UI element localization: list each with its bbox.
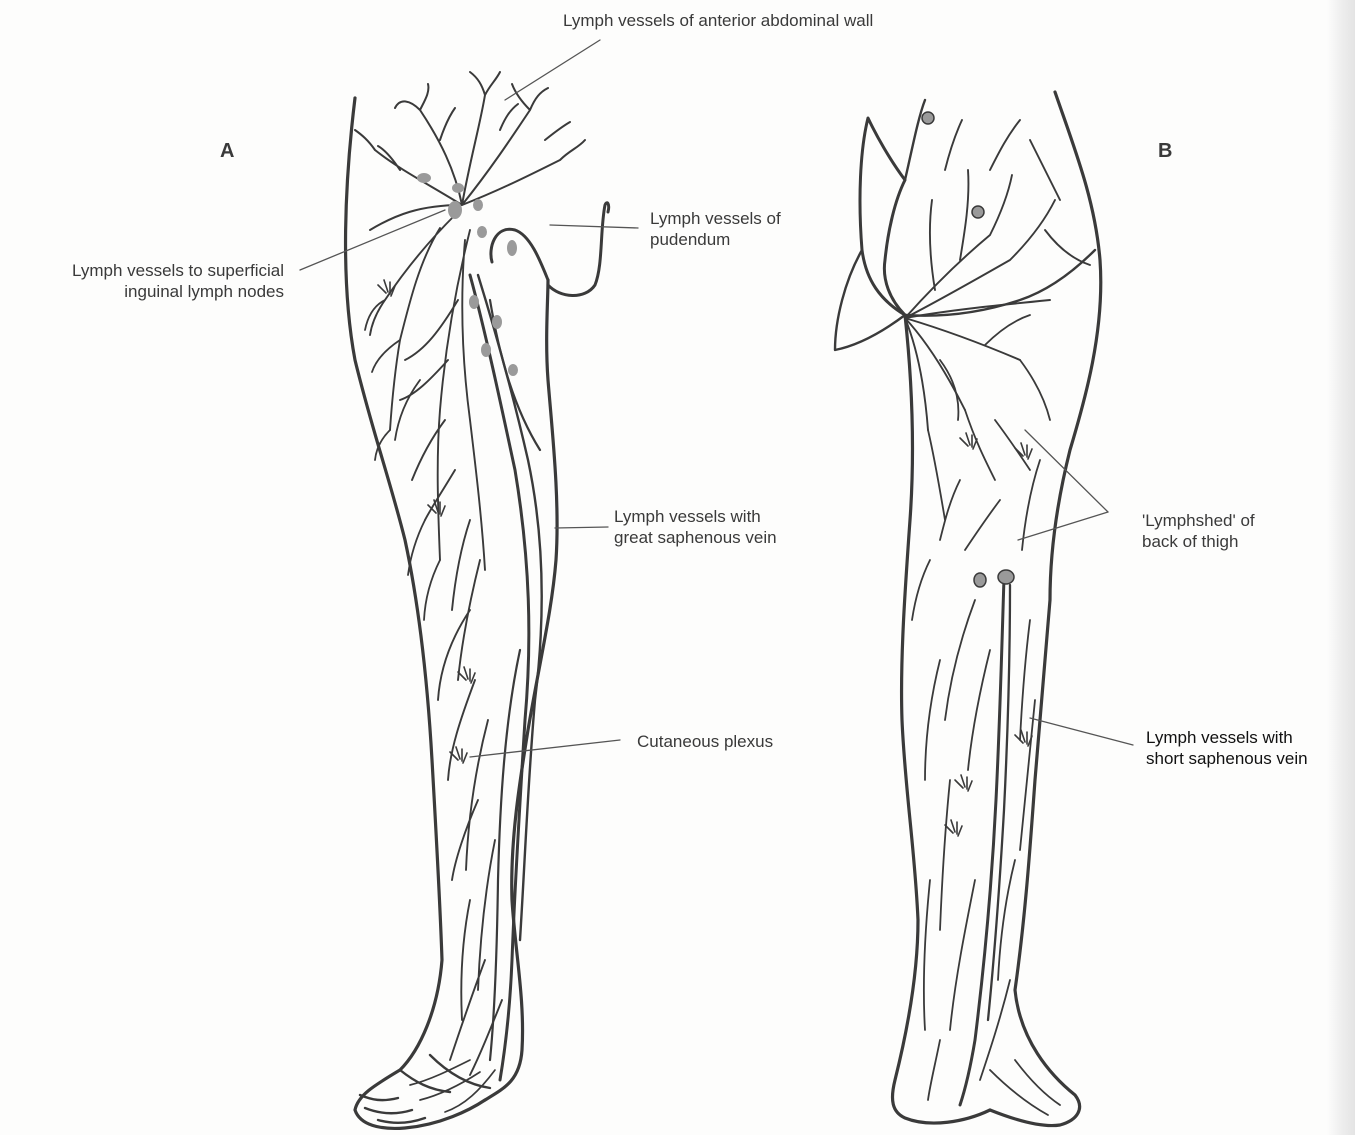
label-superficial-inguinal-line-1: Lymph vessels to superficial [8,260,284,281]
label-short-saphenous-line-2: short saphenous vein [1146,748,1308,769]
label-lymphshed: 'Lymphshed' of back of thigh [1142,510,1255,552]
label-superficial-inguinal: Lymph vessels to superficial inguinal ly… [8,260,284,302]
label-superficial-inguinal-line-2: inguinal lymph nodes [8,281,284,302]
label-anterior-abdominal-wall: Lymph vessels of anterior abdominal wall [563,10,873,31]
leader-anterior-abdominal [505,40,600,100]
leg-a-anterior [346,72,609,1128]
label-short-saphenous-line-1: Lymph vessels with [1146,727,1308,748]
great-saphenous-lymph-trunk-2 [478,275,542,940]
plexus-tuft-2 [428,500,445,516]
plexus-tuft-b5 [955,775,972,791]
label-leader-lines [300,40,1133,757]
leader-cutaneous-plexus [470,740,620,757]
label-pudendum: Lymph vessels of pudendum [650,208,781,250]
label-pudendum-line-1: Lymph vessels of [650,208,781,229]
label-cutaneous-plexus: Cutaneous plexus [637,731,773,752]
leader-pudendum [550,225,638,228]
label-great-saphenous-line-1: Lymph vessels with [614,506,777,527]
foot-dorsum-vessels [410,1060,495,1112]
leg-b-posterior [835,92,1101,1126]
thigh-cutaneous-vessels [370,215,502,1075]
plexus-tuft-b3 [1015,730,1032,746]
lateral-thigh-branches [365,300,440,620]
leg-b-calf-vessels [924,600,1035,1100]
leg-a-toes [360,1055,490,1123]
leader-short-saphenous [1030,718,1133,745]
leg-b-buttock-flap [860,118,905,315]
plexus-tuft-b2 [1015,443,1032,459]
label-great-saphenous: Lymph vessels with great saphenous vein [614,506,777,548]
panel-label-a: A [220,140,234,163]
label-lymphshed-line-1: 'Lymphshed' of [1142,510,1255,531]
label-pudendum-line-2: pudendum [650,229,781,250]
leader-lymphshed-2 [1018,512,1108,540]
label-short-saphenous: Lymph vessels with short saphenous vein [1146,727,1308,769]
plexus-tuft-3 [458,667,475,683]
leg-b-lateral-outline [990,92,1101,1126]
back-of-thigh-vessels [905,120,1090,430]
label-lymphshed-line-2: back of thigh [1142,531,1255,552]
leader-great-saphenous [555,527,608,528]
label-great-saphenous-line-2: great saphenous vein [614,527,777,548]
abdominal-wall-vessels [355,72,585,230]
plexus-tuft-b4 [945,820,962,836]
panel-label-b: B [1158,140,1172,163]
